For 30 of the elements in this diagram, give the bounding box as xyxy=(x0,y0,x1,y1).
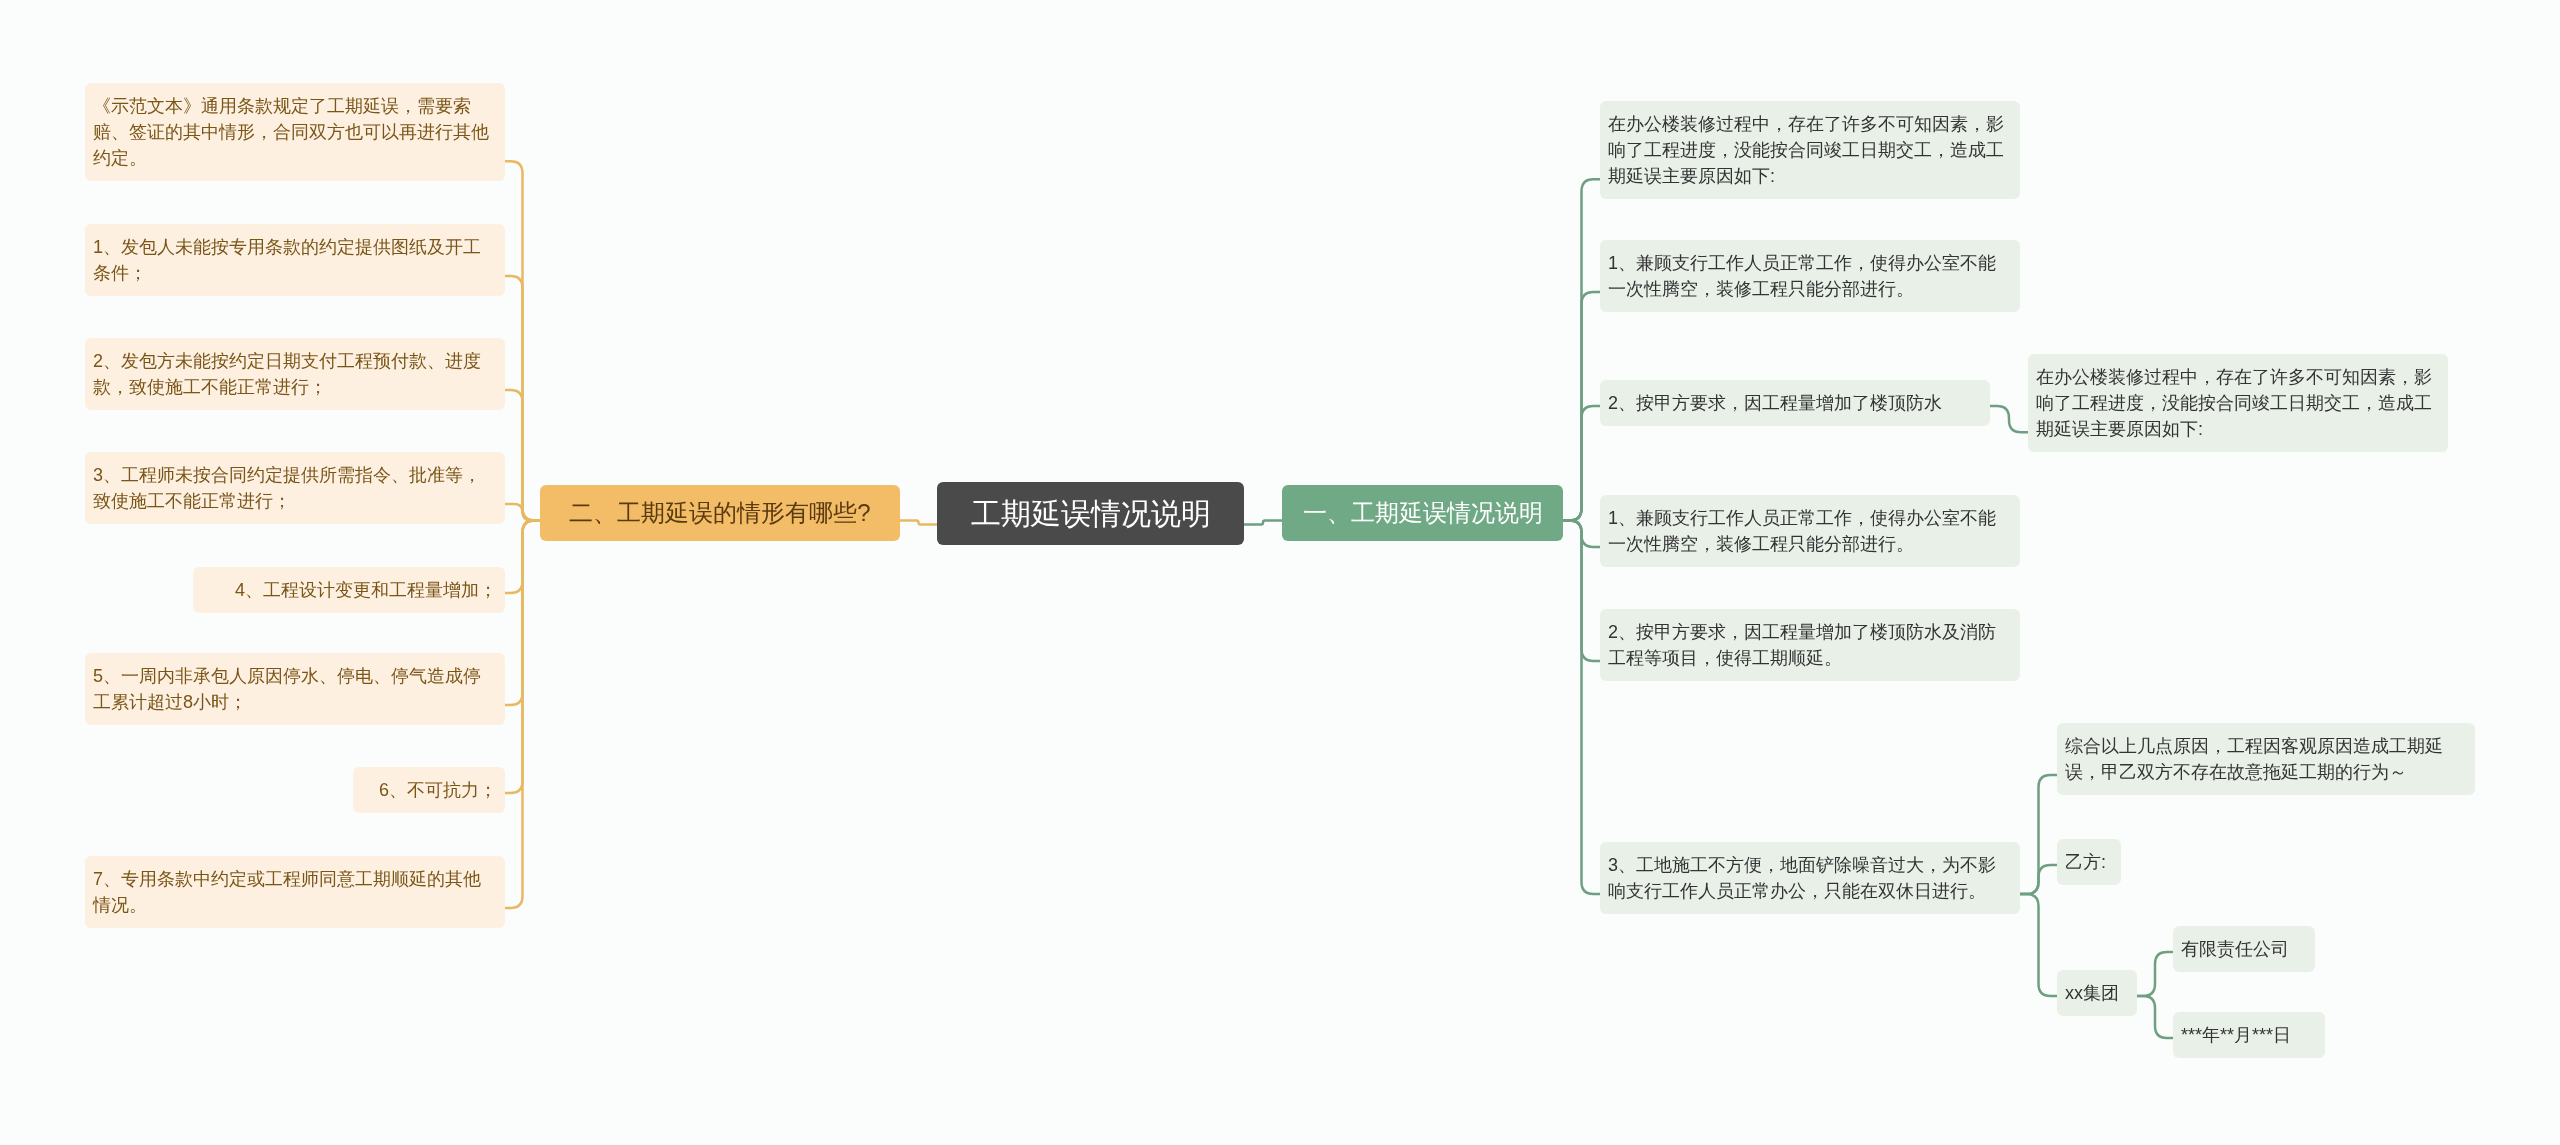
branch-topic: 二、工期延误的情形有哪些? xyxy=(540,485,900,541)
subtopic-box: 2、按甲方要求，因工程量增加了楼顶防水 xyxy=(1600,379,1990,427)
connector-line xyxy=(2020,892,2057,998)
subtopic-box: 6、不可抗力； xyxy=(353,766,505,814)
branch-topic: 一、工期延误情况说明 xyxy=(1282,485,1563,541)
connector-line xyxy=(2137,994,2173,1040)
subtopic-box: 《示范文本》通用条款规定了工期延误，需要索赔、签证的其中情形，合同双方也可以再进行其他约定。 xyxy=(85,82,505,182)
central-topic: 工期延误情况说明 xyxy=(937,481,1244,545)
subtopic-box: xx集团 xyxy=(2057,969,2137,1017)
subtopic-box: 1、兼顾支行工作人员正常工作，使得办公室不能一次性腾空，装修工程只能分部进行。 xyxy=(1600,494,2020,568)
subtopic-box: 有限责任公司 xyxy=(2173,925,2315,973)
connector-line xyxy=(900,519,937,526)
subtopic-box: ***年**月***日 xyxy=(2173,1011,2325,1059)
subtopic-box: 4、工程设计变更和工程量增加； xyxy=(193,566,505,614)
subtopic-box: 2、发包方未能按约定日期支付工程预付款、进度款，致使施工不能正常进行； xyxy=(85,337,505,411)
connector-line xyxy=(1990,404,2028,434)
subtopic-box: 1、发包人未能按专用条款的约定提供图纸及开工条件； xyxy=(85,223,505,297)
subtopic-box: 3、工地施工不方便，地面铲除噪音过大，为不影响支行工作人员正常办公，只能在双休日进行。 xyxy=(1600,841,2020,915)
subtopic-box: 3、工程师未按合同约定提供所需指令、批准等，致使施工不能正常进行； xyxy=(85,451,505,525)
subtopic-box: 乙方: xyxy=(2057,838,2121,886)
connector-line xyxy=(505,519,540,910)
subtopic-box: 综合以上几点原因，工程因客观原因造成工期延误，甲乙双方不存在故意拖延工期的行为～ xyxy=(2057,722,2475,796)
subtopic-box: 在办公楼装修过程中，存在了许多不可知因素，影响了工程进度，没能按合同竣工日期交工，造成工期延误主要原因如下: xyxy=(1600,100,2020,200)
connector-line xyxy=(1563,519,1600,896)
subtopic-box: 2、按甲方要求，因工程量增加了楼顶防水及消防工程等项目，使得工期顺延。 xyxy=(1600,608,2020,682)
subtopic-box: 1、兼顾支行工作人员正常工作，使得办公室不能一次性腾空，装修工程只能分部进行。 xyxy=(1600,239,2020,313)
subtopic-box: 7、专用条款中约定或工程师同意工期顺延的其他情况。 xyxy=(85,855,505,929)
subtopic-box: 在办公楼装修过程中，存在了许多不可知因素，影响了工程进度，没能按合同竣工日期交工，造成工期延误主要原因如下: xyxy=(2028,353,2448,453)
subtopic-box: 5、一周内非承包人原因停水、停电、停气造成停工累计超过8小时； xyxy=(85,652,505,726)
connector-line xyxy=(1244,519,1282,526)
